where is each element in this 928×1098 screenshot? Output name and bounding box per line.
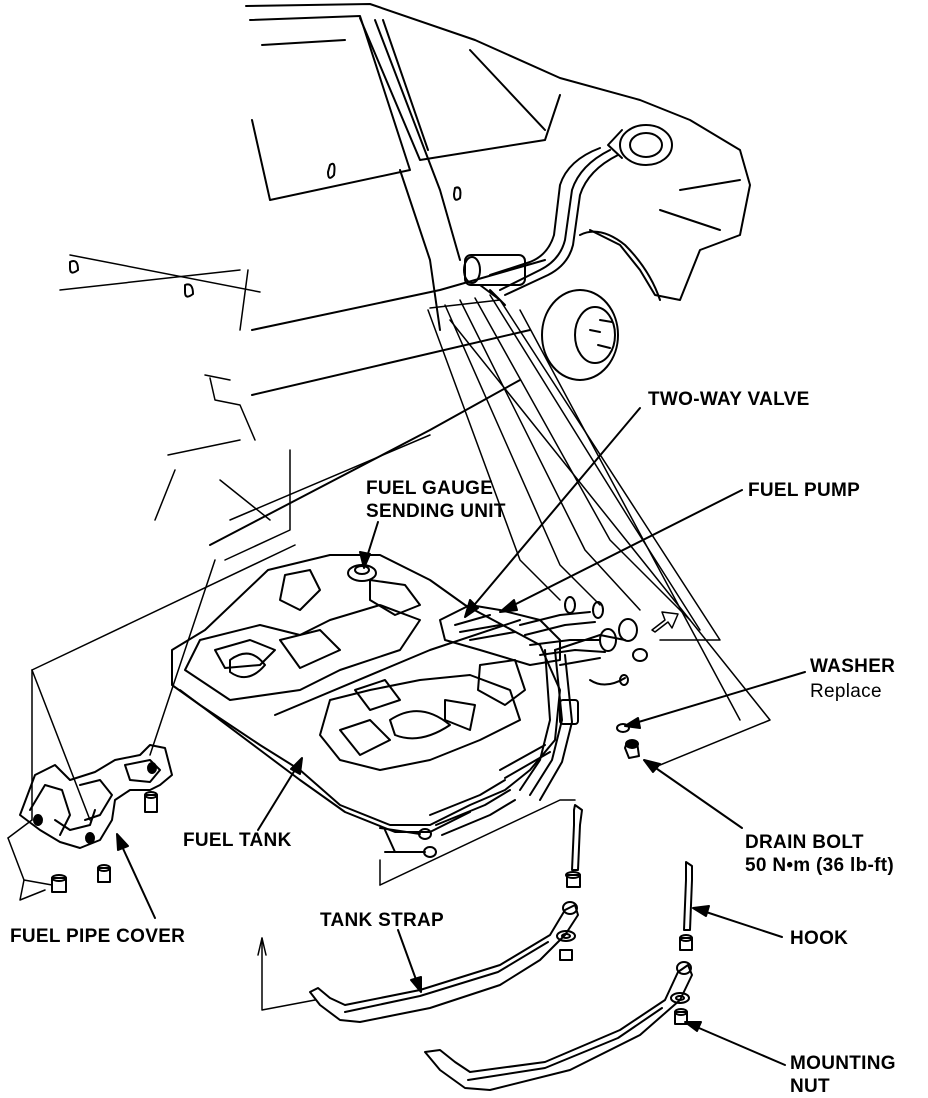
fuel-gauge-label-line1: FUEL GAUGE	[366, 478, 494, 499]
fuel-gauge-label-line2: SENDING UNIT	[366, 501, 506, 522]
fuel-pump-label: FUEL PUMP	[748, 480, 861, 501]
washer-label: WASHER	[810, 656, 896, 677]
mounting-nut-label-line1: MOUNTING	[790, 1053, 896, 1074]
hook-label: HOOK	[790, 928, 849, 949]
car-body	[69, 3, 751, 546]
fuel-tank-label: FUEL TANK	[183, 830, 292, 851]
leader-lines	[116, 407, 806, 1066]
mounting-nut-label-line2: NUT	[790, 1076, 830, 1097]
left-bracket-lines	[31, 254, 431, 821]
fuel-tank	[171, 554, 679, 858]
fuel-pipe-cover-label: FUEL PIPE COVER	[10, 926, 186, 947]
drain-bolt-torque: 50 N•m (36 lb-ft)	[745, 855, 894, 876]
two-way-valve-label: TWO-WAY VALVE	[648, 389, 810, 410]
fuel-pipe-cover	[7, 744, 173, 901]
tank-straps	[257, 799, 693, 1091]
drain-bolt-label: DRAIN BOLT	[745, 832, 864, 853]
tank-strap-label: TANK STRAP	[320, 910, 445, 931]
washer-note: Replace	[810, 681, 882, 702]
pipe-route-lines	[427, 294, 771, 766]
